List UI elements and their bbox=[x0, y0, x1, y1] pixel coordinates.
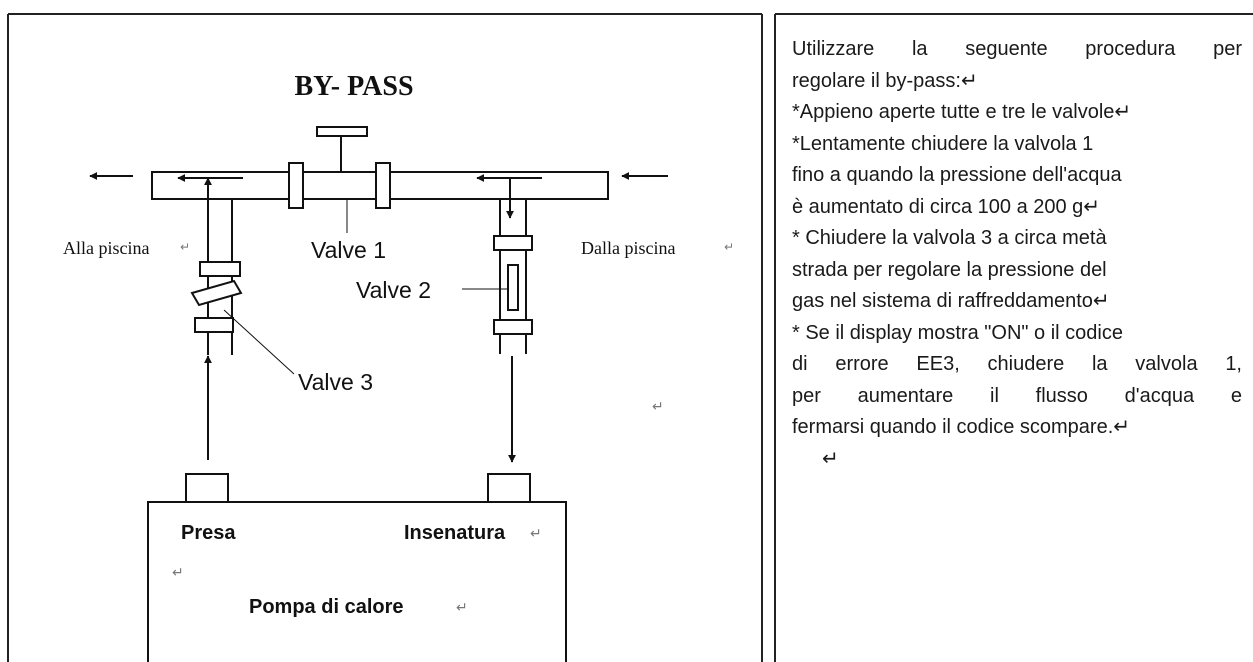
valve-3-disc bbox=[190, 279, 243, 307]
return-mark: ↵ bbox=[456, 600, 468, 616]
valve-1-flange-left bbox=[288, 162, 304, 209]
instruction-line: * Chiudere la valvola 3 a circa metà bbox=[792, 227, 1107, 249]
instruction-line: * Se il display mostra "ON" o il codice bbox=[792, 321, 1123, 344]
left-pipe-flange-bottom bbox=[194, 317, 234, 333]
instruction-line: è aumentato di circa 100 a 200 g↵ bbox=[792, 195, 1101, 218]
heat-pump-box bbox=[147, 501, 567, 662]
instructions-text: Utilizzare la seguente procedura per reg… bbox=[792, 34, 1242, 475]
label-valve-3: Valve 3 bbox=[298, 369, 373, 395]
return-mark: ↵ bbox=[724, 240, 734, 254]
instruction-line: *Appieno aperte tutte e tre le valvole↵ bbox=[792, 101, 1132, 123]
return-mark: ↵ bbox=[172, 565, 184, 581]
left-pipe-flange-top bbox=[199, 261, 241, 277]
diagram-title: BY- PASS bbox=[294, 71, 413, 102]
pump-intake-port bbox=[185, 473, 229, 503]
instruction-line: Utilizzare la seguente procedura per bbox=[792, 38, 1242, 60]
instruction-line: fino a quando la pressione dell'acqua bbox=[792, 164, 1122, 186]
instruction-line: di errore EE3, chiudere la valvola 1, bbox=[792, 353, 1242, 375]
instruction-line: *Lentamente chiudere la valvola 1 bbox=[792, 132, 1094, 155]
label-dalla-piscina: Dalla piscina bbox=[581, 238, 675, 258]
instruction-line: ↵ bbox=[822, 447, 839, 470]
return-mark: ↵ bbox=[652, 399, 664, 415]
heat-pump-name: Pompa di calore bbox=[249, 596, 404, 618]
return-mark: ↵ bbox=[530, 526, 542, 542]
instruction-line: per aumentare il flusso d'acqua e bbox=[792, 384, 1242, 407]
right-pipe-flange-bottom bbox=[493, 319, 533, 335]
pump-outlet-label: Insenatura bbox=[404, 522, 506, 544]
label-valve-2: Valve 2 bbox=[356, 277, 431, 303]
label-alla-piscina: Alla piscina bbox=[63, 238, 149, 258]
pump-outlet-port bbox=[487, 473, 531, 503]
instruction-line: fermarsi quando il codice scompare.↵ bbox=[792, 416, 1131, 438]
right-pipe-flange-top bbox=[493, 235, 533, 251]
return-mark: ↵ bbox=[180, 240, 190, 254]
instruction-line: regolare il by-pass:↵ bbox=[792, 69, 978, 92]
valve-1-handle bbox=[316, 126, 368, 137]
pump-intake-label: Presa bbox=[181, 522, 236, 544]
valve-1-flange-right bbox=[375, 162, 391, 209]
instruction-line: strada per regolare la pressione del bbox=[792, 258, 1107, 281]
instruction-line: gas nel sistema di raffreddamento↵ bbox=[792, 290, 1110, 312]
label-valve-1: Valve 1 bbox=[311, 237, 386, 263]
valve-2-body bbox=[507, 264, 519, 311]
valve-3-pointer-line bbox=[223, 309, 295, 375]
